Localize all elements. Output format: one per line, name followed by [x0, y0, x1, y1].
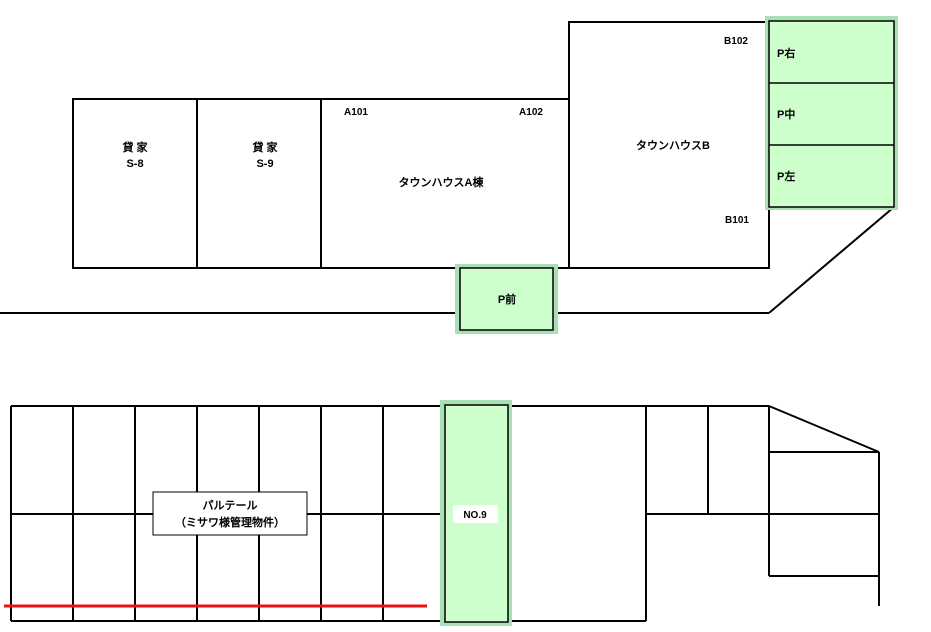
kashiya-s8-lot: [72, 98, 198, 269]
townhouse-a-label: タウンハウスA棟: [399, 175, 485, 189]
parking-column-fill: [768, 20, 895, 208]
parking-left-label: P左: [777, 169, 795, 183]
parking-front-label: P前: [498, 292, 516, 306]
parking-right-label: P右: [777, 46, 795, 60]
paltel-label-line1: パルテール: [203, 499, 258, 512]
kashiya-s8-label-line2: S-8: [126, 158, 143, 170]
parking-middle-label: P中: [777, 107, 795, 121]
unit-a102-label: A102: [519, 107, 543, 118]
townhouse-b-label: タウンハウスB: [636, 139, 710, 152]
parking-front-fill: [459, 267, 554, 331]
kashiya-s9-label-line2: S-9: [256, 158, 273, 170]
no9-label: NO.9: [463, 510, 487, 521]
unit-a101-label: A101: [344, 107, 368, 118]
kashiya-s9-label-line1: 貸 家: [251, 140, 278, 154]
right-diagonal: [768, 405, 880, 453]
paltel-label-line2: （ミサワ様管理物件）: [175, 515, 285, 529]
paltel-label-box: [152, 491, 308, 536]
unit-b102-label: B102: [724, 36, 748, 47]
road-diagonal: [768, 206, 895, 314]
parking-front: [455, 264, 558, 334]
parking-right-column: [765, 16, 898, 210]
upper-block: [0, 21, 895, 314]
kashiya-s9-lot: [196, 98, 322, 269]
townhouse-b-lot: [568, 21, 770, 269]
kashiya-s8-label-line1: 貸 家: [121, 140, 148, 154]
no9-lot: [440, 400, 512, 626]
no9-label-bg: [453, 505, 498, 523]
unit-b101-label: B101: [725, 215, 749, 226]
